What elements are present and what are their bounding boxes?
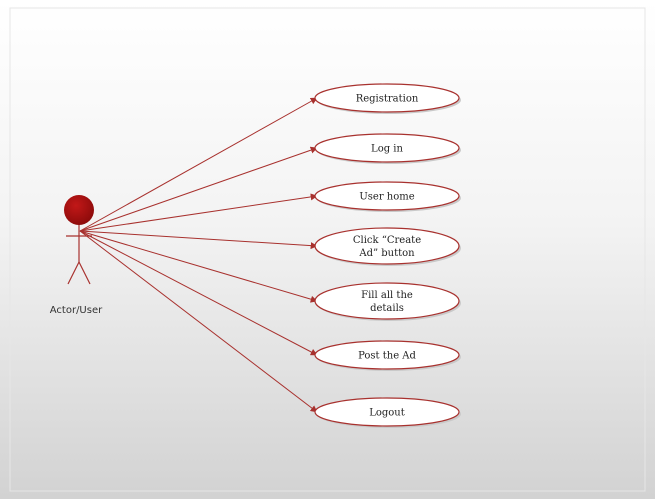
association-line: [79, 230, 318, 303]
use-case-ellipse: [314, 227, 460, 265]
use-case: User home: [314, 181, 461, 212]
use-case-label: Log in: [371, 144, 403, 155]
actor-right-leg: [78, 261, 91, 285]
use-case-ellipse: [314, 397, 460, 427]
use-case-ellipse: [314, 83, 460, 113]
actor-label: Actor/User: [50, 305, 103, 316]
use-case-label: User home: [359, 192, 414, 203]
use-case-label: Logout: [369, 408, 405, 419]
association-line: [79, 146, 318, 232]
use-case-label: details: [370, 303, 404, 314]
use-case-ellipse: [314, 282, 460, 320]
use-case-label: Fill all the: [361, 290, 413, 301]
slide-frame: [9, 7, 646, 492]
association-line: [79, 230, 318, 356]
use-case: Log in: [314, 133, 461, 164]
use-case: Logout: [314, 397, 461, 428]
association-line: [79, 193, 318, 232]
association-lines: [79, 97, 318, 413]
use-case-label: Ad” button: [358, 248, 415, 259]
actor-left-leg: [67, 261, 80, 285]
use-case: Fill all the details: [314, 282, 461, 321]
use-case-ellipse: [314, 133, 460, 163]
use-case-label: Post the Ad: [358, 351, 416, 362]
use-case: Registration: [314, 83, 461, 114]
use-case-label: Click “Create: [353, 235, 421, 246]
use-case: Post the Ad: [314, 340, 461, 371]
actor-head: [64, 195, 94, 225]
use-case-ellipse: [314, 340, 460, 370]
actor-figure: Actor/User: [50, 195, 103, 316]
use-case-ellipse: [314, 181, 460, 211]
association-line: [79, 230, 318, 250]
association-line: [79, 230, 318, 413]
use-case-label: Registration: [356, 94, 419, 105]
association-line: [79, 97, 318, 232]
